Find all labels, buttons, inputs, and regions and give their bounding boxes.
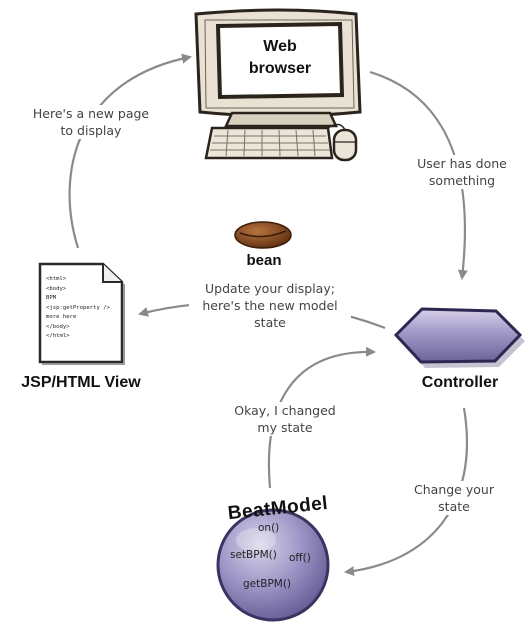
browser-label: Web browser: [225, 36, 335, 80]
code-line: <body>: [46, 285, 67, 292]
view-label: JSP/HTML View: [21, 374, 141, 391]
label-line: my state: [257, 420, 313, 435]
method-setbpm: setBPM(): [230, 549, 277, 561]
bean-icon: [234, 221, 292, 249]
label-line: something: [428, 173, 496, 188]
code-line: </html>: [46, 333, 70, 339]
arrow-view-to-browser: [68, 53, 192, 249]
label-line: Here's a new page: [32, 106, 150, 121]
code-line: <jsp:getProperty />: [46, 304, 110, 311]
label-line: state: [254, 315, 286, 330]
controller-label: Controller: [421, 374, 499, 391]
label-line: state: [438, 499, 470, 514]
label-user-action: User has done something: [408, 155, 516, 189]
bean-label: bean: [246, 252, 282, 269]
method-off: off(): [289, 552, 311, 564]
monitor-icon: [194, 8, 362, 128]
method-getbpm: getBPM(): [243, 578, 292, 590]
model-sphere-icon: [216, 508, 330, 622]
arrow-model-to-controller: [267, 346, 376, 489]
code-line: BPM: [46, 295, 57, 301]
method-on: on(): [258, 522, 280, 534]
label-new-page: Here's a new page to display: [24, 105, 158, 139]
controller-icon: [393, 307, 525, 368]
label-line: to display: [60, 123, 122, 138]
code-line: more here: [46, 314, 77, 320]
browser-label-line1: Web: [263, 38, 297, 55]
label-update-display: Update your display; here's the new mode…: [189, 280, 351, 331]
label-change-state: Change your state: [404, 481, 504, 515]
label-changed-state: Okay, I changed my state: [221, 402, 349, 436]
arrow-browser-to-controller: [369, 70, 468, 280]
label-line: User has done: [417, 156, 507, 171]
label-line: Okay, I changed: [234, 403, 336, 418]
mouse-icon: [327, 123, 358, 162]
code-line: <html>: [46, 276, 67, 282]
label-line: Change your: [414, 482, 494, 497]
label-line: here's the new model: [202, 298, 338, 313]
code-line: </body>: [46, 323, 70, 330]
arrow-controller-to-model: [344, 407, 469, 577]
document-icon: [38, 262, 125, 365]
browser-label-line2: browser: [248, 60, 312, 77]
label-line: Update your display;: [205, 281, 335, 296]
keyboard-icon: [204, 126, 334, 160]
document-code: <html> <body> BPM <jsp:getProperty /> mo…: [46, 275, 110, 342]
